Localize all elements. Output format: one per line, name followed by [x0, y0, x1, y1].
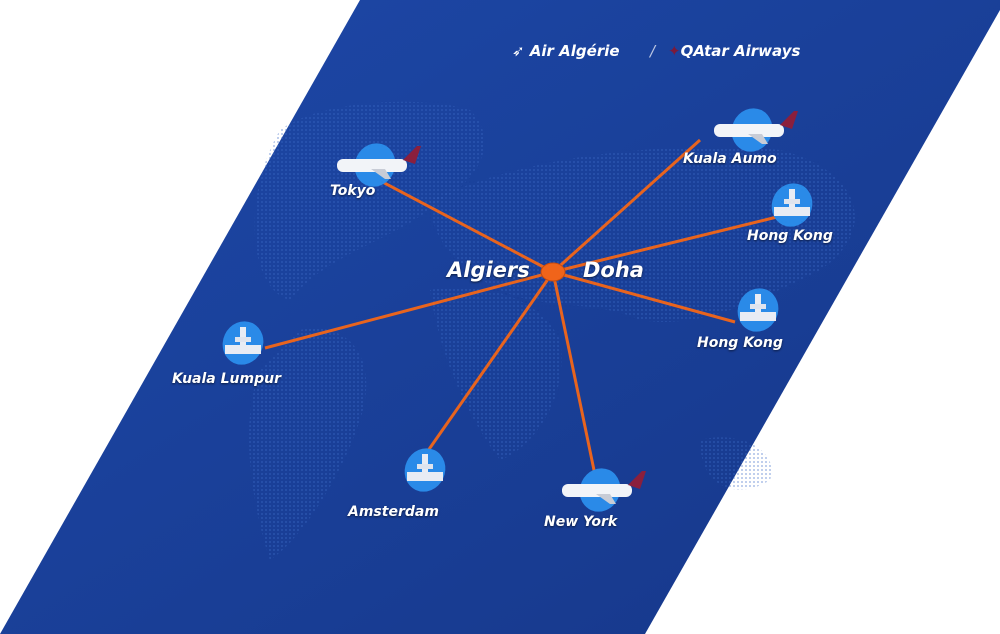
tower-icon[interactable] — [765, 177, 820, 234]
air-algerie-wing-icon: ➶ — [512, 42, 530, 60]
airplane-icon[interactable] — [337, 137, 421, 194]
destination-label[interactable]: Kuala Lumpur — [172, 371, 281, 387]
destination-label[interactable]: Tokyo — [330, 183, 376, 199]
route-line — [423, 271, 555, 456]
qatar-name: QAtar Airways — [680, 42, 801, 60]
world-landmass — [249, 101, 855, 560]
route-line — [551, 271, 597, 476]
hub-label-algiers: Algiers — [447, 258, 530, 282]
air-algerie-name: Air Algérie — [529, 42, 620, 60]
airplane-icon[interactable] — [562, 462, 646, 519]
destination-label[interactable]: Hong Kong — [747, 228, 833, 244]
mosque-icon[interactable] — [731, 282, 786, 339]
logo-separator: / — [650, 42, 656, 60]
qatar-airways-logo: ✦QAtar Airways — [668, 42, 800, 60]
routes — [264, 138, 786, 476]
oryx-icon: ✦ — [668, 42, 681, 60]
air-algerie-logo: ➶ Air Algérie — [512, 42, 620, 60]
hub-marker[interactable] — [540, 262, 566, 282]
route-line — [552, 213, 786, 274]
route-line — [551, 138, 702, 274]
destination-label[interactable]: Hong Kong — [697, 335, 783, 351]
destination-label[interactable]: Kuala Aumo — [683, 151, 777, 167]
route-line — [552, 270, 736, 324]
hub-label-doha: Doha — [583, 258, 644, 282]
airport-terminal-icon[interactable] — [216, 315, 271, 372]
destination-label[interactable]: Amsterdam — [348, 504, 439, 520]
terminal-icon[interactable] — [398, 442, 453, 499]
route-line — [264, 270, 554, 350]
route-line — [374, 176, 554, 274]
airplane-icon[interactable] — [714, 102, 798, 159]
destination-label[interactable]: New York — [544, 514, 618, 530]
